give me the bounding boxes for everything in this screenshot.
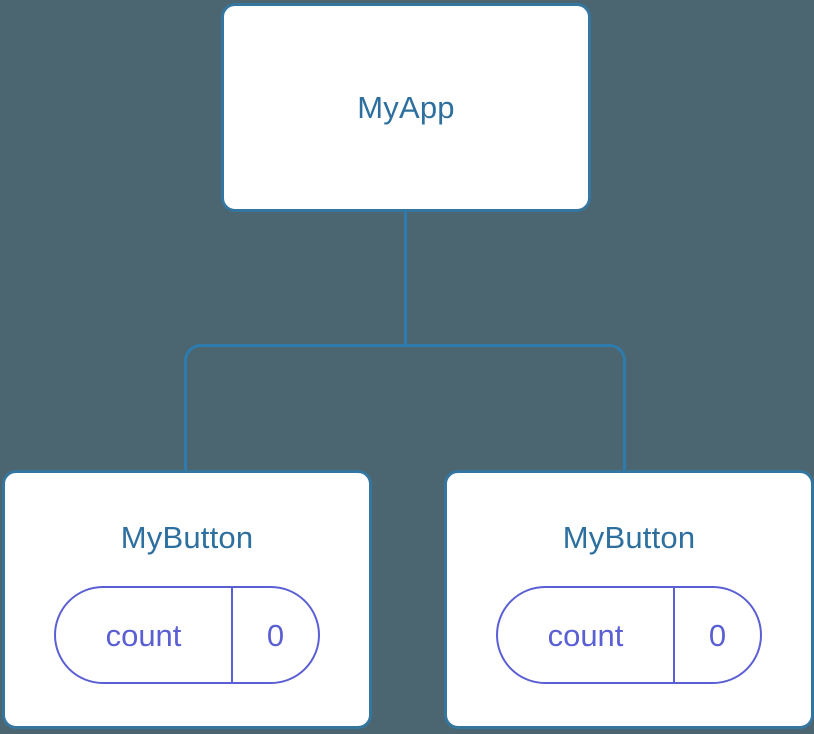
state-key-label: count: [105, 617, 182, 653]
node-title: MyApp: [357, 90, 455, 125]
node-title: MyButton: [120, 520, 254, 555]
node-title: MyButton: [562, 520, 696, 555]
tree-node-myapp[interactable]: MyApp: [221, 3, 591, 212]
state-value-label: 0: [673, 588, 760, 682]
state-pill[interactable]: count 0: [496, 586, 762, 684]
state-pill[interactable]: count 0: [54, 586, 320, 684]
tree-node-mybutton-0[interactable]: MyButton count 0: [2, 470, 372, 729]
edge-root-to-child-0: [184, 344, 406, 471]
state-value-label: 0: [231, 588, 318, 682]
tree-node-mybutton-1[interactable]: MyButton count 0: [444, 470, 814, 729]
edge-root-to-child-1: [405, 344, 626, 471]
state-key-label: count: [547, 617, 624, 653]
